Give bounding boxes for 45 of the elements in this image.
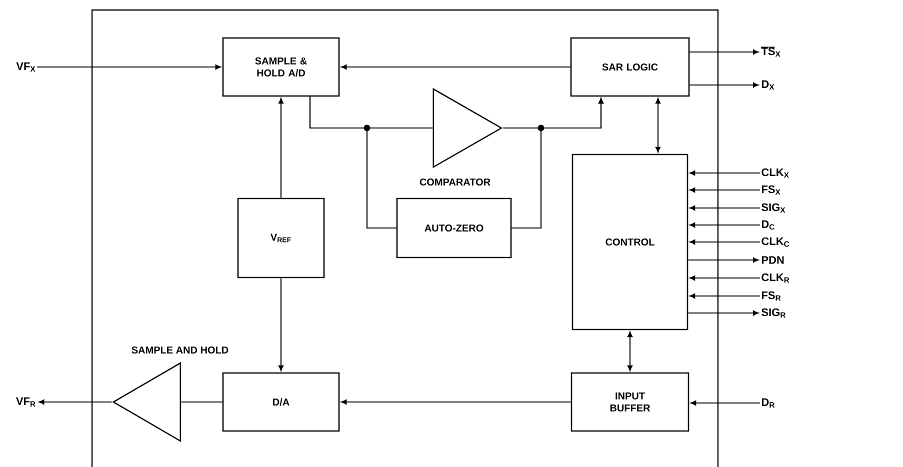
- connector-arrow: [512, 98, 604, 229]
- connector-arrow: [690, 205, 760, 211]
- signal-label: SIG$_{X}$: [762, 203, 786, 213]
- signal-label: TS$_{X}$: [760, 46, 780, 57]
- connector-arrow: [341, 399, 571, 405]
- block-box: SAMPLE & HOLD A/D: [222, 37, 340, 97]
- connector-arrow: [627, 332, 633, 371]
- signal-label: FS$_{R}$: [762, 291, 781, 301]
- connector-arrow: [655, 98, 661, 152]
- connector-arrow: [690, 275, 760, 281]
- connector-arrow: [690, 222, 760, 228]
- block-box: SAR LOGIC: [570, 37, 690, 97]
- signal-label: CLK$_{R}$: [762, 273, 790, 283]
- connector-arrow: [690, 82, 759, 88]
- chip-outline: [91, 9, 719, 467]
- signal-label: VF$_{R}$: [16, 397, 36, 407]
- connector-arrow: [278, 98, 284, 198]
- connector-arrow: [688, 310, 759, 316]
- block-box: INPUT BUFFER: [570, 372, 690, 432]
- component-label: COMPARATOR: [420, 178, 490, 186]
- connector-arrow: [37, 64, 221, 70]
- connector-arrow: [690, 239, 760, 245]
- signal-label: D$_{R}$: [762, 398, 775, 408]
- signal-label: FS$_{X}$: [762, 185, 780, 195]
- component-label: SAMPLE AND HOLD: [132, 346, 228, 354]
- connector-arrow: [38, 399, 112, 405]
- signal-label: PDN: [762, 256, 784, 264]
- block-box: V$_{REF}$: [237, 198, 325, 278]
- connector-arrow: [690, 170, 760, 176]
- signal-label: CLK$_{X}$: [762, 168, 789, 178]
- signal-label: D$_{X}$: [762, 80, 774, 90]
- signal-label: CLK$_{C}$: [762, 237, 790, 247]
- signal-label: SIG$_{R}$: [762, 308, 786, 318]
- connector-arrow: [690, 49, 759, 55]
- connector-arrow: [278, 278, 284, 371]
- signal-label: VF$_{X}$: [16, 62, 36, 72]
- signal-label: D$_{C}$: [762, 220, 774, 230]
- connector-arrow: [341, 64, 570, 70]
- connector-arrow: [690, 293, 760, 299]
- connector-arrow: [690, 400, 760, 406]
- block-box: D/A: [222, 372, 340, 432]
- block-box: CONTROL: [572, 154, 688, 330]
- connector-arrow: [690, 187, 760, 193]
- connector-arrow: [688, 257, 759, 263]
- block-box: AUTO-ZERO: [396, 198, 512, 258]
